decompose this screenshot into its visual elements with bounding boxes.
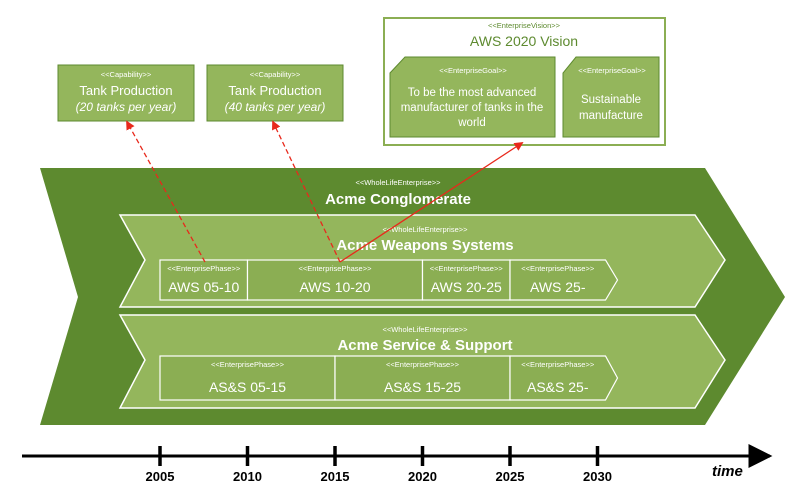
phase-shape <box>421 259 511 301</box>
phase-label: AS&S 15-25 <box>384 379 461 395</box>
phase-stereotype: <<EnterprisePhase>> <box>521 360 595 369</box>
phase-label: AWS 10-20 <box>299 279 370 295</box>
weapons-title: Acme Weapons Systems <box>336 237 513 254</box>
capability-title: Tank Production <box>228 83 321 98</box>
capability-stereotype: <<Capability>> <box>101 70 152 79</box>
capability-box-40[interactable]: <<Capability>> Tank Production (40 tanks… <box>206 64 344 122</box>
capability-stereotype: <<Capability>> <box>250 70 301 79</box>
phase-stereotype: <<EnterprisePhase>> <box>211 360 285 369</box>
phase-shape <box>246 259 424 301</box>
phase-label: AWS 05-10 <box>168 279 239 295</box>
service-phases: <<EnterprisePhase>>AS&S 05-15<<Enterpris… <box>159 355 619 401</box>
vision-stereotype: <<EnterpriseVision>> <box>488 21 561 30</box>
enterprise-phase[interactable]: <<EnterprisePhase>> AWS 20-25 <box>421 259 511 301</box>
capability-subtitle: (40 tanks per year) <box>225 100 326 114</box>
goal-line: world <box>457 117 485 129</box>
phase-stereotype: <<EnterprisePhase>> <box>430 264 504 273</box>
phase-to-vision-arrow <box>339 142 524 263</box>
phase-stereotype: <<EnterprisePhase>> <box>299 264 373 273</box>
weapons-stereotype: <<WholeLifeEnterprise>> <box>382 225 468 234</box>
conglomerate-stereotype: <<WholeLifeEnterprise>> <box>355 178 441 187</box>
goal-box-advanced[interactable]: <<EnterpriseGoal>> To be the most advanc… <box>389 56 556 138</box>
capability-subtitle: (20 tanks per year) <box>76 100 177 114</box>
timeline-tick-label: 2010 <box>233 469 262 484</box>
enterprise-phase[interactable]: <<EnterprisePhase>> AS&S 15-25 <box>334 355 511 401</box>
phase-shape <box>509 355 619 401</box>
timeline-tick-label: 2030 <box>583 469 612 484</box>
conglomerate-title: Acme Conglomerate <box>325 191 471 208</box>
goal-line: manufacture <box>579 110 643 122</box>
phase-label: AWS 20-25 <box>431 279 502 295</box>
goal-line: To be the most advanced <box>408 87 537 99</box>
enterprise-phase[interactable]: <<EnterprisePhase>> AS&S 05-15 <box>159 355 336 401</box>
phase-stereotype: <<EnterprisePhase>> <box>521 264 595 273</box>
capability-box-20[interactable]: <<Capability>> Tank Production (20 tanks… <box>57 64 195 122</box>
goal-stereotype: <<EnterpriseGoal>> <box>578 66 646 75</box>
phase-to-capability-20-arrow <box>126 120 206 263</box>
timeline-tick-label: 2015 <box>321 469 350 484</box>
timeline-tick-label: 2020 <box>408 469 437 484</box>
goal-line: Sustainable <box>581 94 641 106</box>
phase-label: AS&S 05-15 <box>209 379 286 395</box>
timeline-tick-label: 2005 <box>146 469 175 484</box>
timeline-tick-label: 2025 <box>496 469 525 484</box>
phase-label: AWS 25- <box>530 279 586 295</box>
vision-title: AWS 2020 Vision <box>470 33 578 49</box>
goal-line: manufacturer of tanks in the <box>401 102 544 114</box>
phase-to-capability-40-arrow <box>272 120 341 263</box>
phase-stereotype: <<EnterprisePhase>> <box>167 264 241 273</box>
enterprise-phase[interactable]: <<EnterprisePhase>> AWS 05-10 <box>159 259 249 301</box>
phase-shape <box>159 355 336 401</box>
phase-label: AS&S 25- <box>527 379 589 395</box>
capability-title: Tank Production <box>79 83 172 98</box>
goal-box-sustainable[interactable]: <<EnterpriseGoal>> Sustainable manufactu… <box>562 56 660 138</box>
enterprise-phase[interactable]: <<EnterprisePhase>> AWS 25- <box>509 259 619 301</box>
phase-shape <box>509 259 619 301</box>
service-stereotype: <<WholeLifeEnterprise>> <box>382 325 468 334</box>
enterprise-phase[interactable]: <<EnterprisePhase>> AS&S 25- <box>509 355 619 401</box>
goal-stereotype: <<EnterpriseGoal>> <box>439 66 507 75</box>
weapons-phases: <<EnterprisePhase>>AWS 05-10<<Enterprise… <box>159 259 619 301</box>
timeline-ticks: 2005 2010 2015 2020 2025 2030 <box>146 446 612 484</box>
phase-shape <box>159 259 249 301</box>
service-title: Acme Service & Support <box>337 337 512 354</box>
enterprise-phase[interactable]: <<EnterprisePhase>> AWS 10-20 <box>246 259 424 301</box>
timeline-axis-label: time <box>712 463 743 480</box>
phase-stereotype: <<EnterprisePhase>> <box>386 360 460 369</box>
